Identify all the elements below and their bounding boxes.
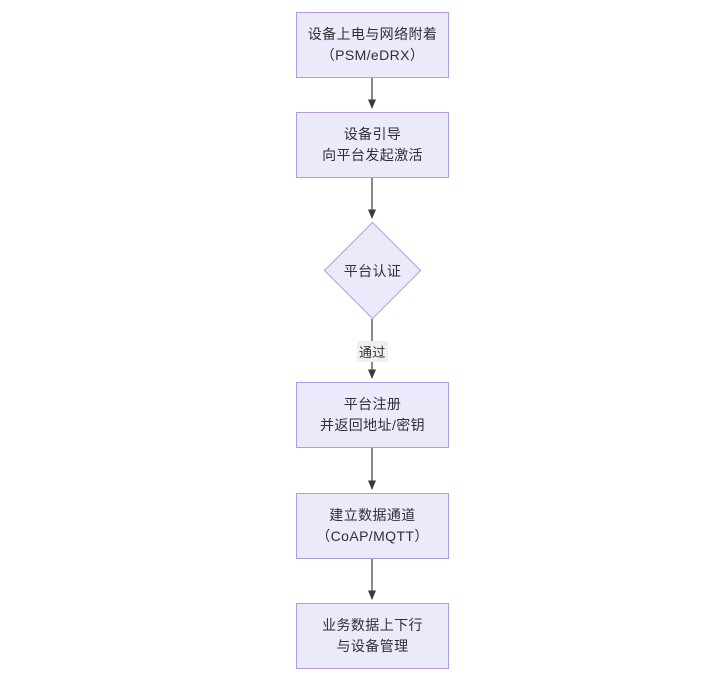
node-text-line: 向平台发起激活 — [322, 147, 423, 163]
node-text-line: 平台认证 — [343, 262, 402, 279]
node-text-line: （PSM/eDRX） — [320, 47, 425, 63]
node-device-power-on[interactable]: 设备上电与网络附着 （PSM/eDRX） — [296, 12, 449, 78]
node-device-bootstrap[interactable]: 设备引导 向平台发起激活 — [296, 112, 449, 178]
edge-label-pass: 通过 — [357, 341, 388, 362]
node-text-line: 并返回地址/密钥 — [319, 417, 426, 433]
node-business-data-and-device-management[interactable]: 业务数据上下行 与设备管理 — [296, 603, 449, 669]
node-text-line: 平台注册 — [343, 396, 402, 412]
node-text-line: 设备上电与网络附着 — [307, 26, 438, 42]
node-platform-authentication[interactable]: 平台认证 — [323, 221, 422, 320]
node-platform-registration[interactable]: 平台注册 并返回地址/密钥 — [296, 382, 449, 448]
node-text-line: 与设备管理 — [336, 638, 409, 654]
node-text-line: 设备引导 — [343, 126, 402, 142]
node-establish-data-channel[interactable]: 建立数据通道 （CoAP/MQTT） — [296, 493, 449, 559]
node-text-line: 业务数据上下行 — [322, 617, 423, 633]
node-text-line: 建立数据通道 — [329, 507, 416, 523]
node-text-line: （CoAP/MQTT） — [316, 528, 429, 544]
